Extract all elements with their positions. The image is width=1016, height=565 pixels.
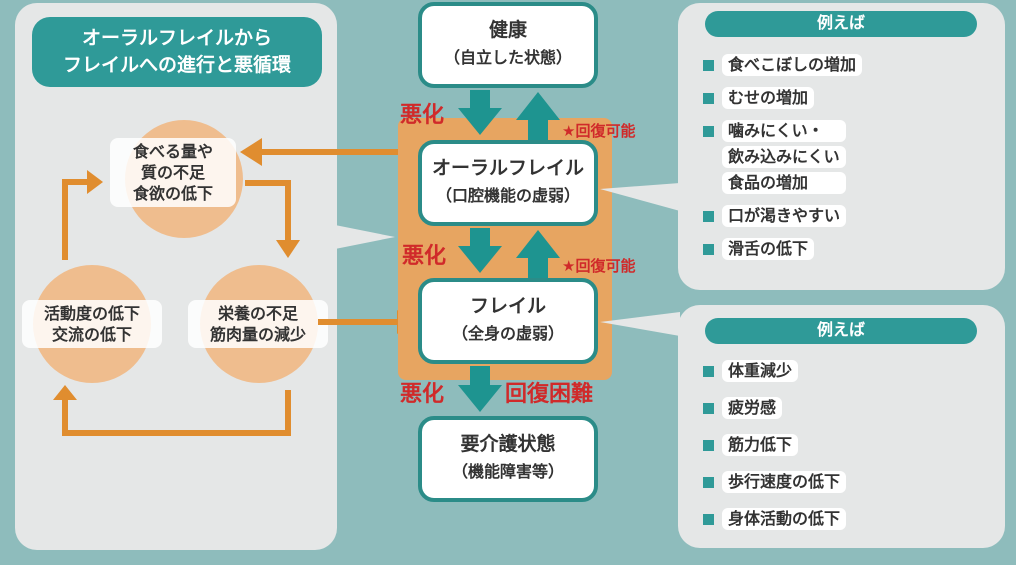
recoverable-label: ★回復可能 <box>562 257 636 275</box>
item-text: 滑舌の低下 <box>722 238 815 260</box>
worsen-label: 悪化 <box>400 103 445 128</box>
item-text: 筋力低下 <box>722 434 799 456</box>
stage-care-needed: 要介護状態 （機能障害等） <box>418 416 598 502</box>
bullet-icon <box>703 403 714 414</box>
stage-title: フレイル <box>469 295 546 317</box>
stage-sub: （全身の虚弱） <box>451 324 564 343</box>
item-text: 身体活動の低下 <box>722 508 847 530</box>
line: 栄養の不足 <box>217 304 298 323</box>
line: 活動度の低下 <box>43 304 140 323</box>
line: 質の不足 <box>140 163 205 182</box>
bullet-icon <box>703 514 714 525</box>
stage-healthy: 健康 （自立した状態） <box>418 2 598 88</box>
line: 食欲の低下 <box>132 184 213 203</box>
list-item: 体重減少 <box>703 360 846 382</box>
title-line: オーラルフレイルから <box>81 27 272 49</box>
callout-pointer <box>600 183 680 211</box>
callout-pointer <box>335 225 395 249</box>
stage-sub: （口腔機能の虚弱） <box>435 186 580 205</box>
list-item: 疲労感 <box>703 397 846 419</box>
item-text: 食べこぼしの増加 <box>722 54 863 76</box>
item-text: 食品の増加 <box>722 172 846 194</box>
stage-title: 要介護状態 <box>460 433 556 455</box>
cycle-label-nutrition: 栄養の不足 筋肉量の減少 <box>188 300 328 348</box>
worsen-label: 悪化 <box>402 244 447 269</box>
item-text: 噛みにくい・ <box>722 120 846 142</box>
bullet-icon <box>703 126 714 137</box>
list-item: 身体活動の低下 <box>703 508 847 530</box>
line: 筋肉量の減少 <box>209 325 306 344</box>
bullet-icon <box>703 366 714 377</box>
recovery-difficult-label: 回復困難 <box>505 382 594 407</box>
bullet-icon <box>703 60 714 71</box>
item-text: むせの増加 <box>722 87 815 109</box>
worsen-label: 悪化 <box>400 382 445 407</box>
line: 交流の低下 <box>51 325 132 344</box>
bullet-icon <box>703 440 714 451</box>
list-item: 口が渇きやすい <box>703 205 862 227</box>
stage-frailty: フレイル （全身の虚弱） <box>418 278 598 364</box>
item-text: 体重減少 <box>722 360 799 382</box>
examples-header: 例えば <box>705 318 977 344</box>
bullet-icon <box>703 477 714 488</box>
arrow-activity-to-intake <box>62 179 88 260</box>
cycle-title: オーラルフレイルから フレイルへの進行と悪循環 <box>32 17 322 87</box>
list-item: 歩行速度の低下 <box>703 471 847 493</box>
callout-pointer <box>600 312 680 336</box>
item-text: 飲み込みにくい <box>722 146 846 168</box>
oral-examples-list: 食べこぼしの増加 むせの増加 噛みにくい・飲み込みにくい食品の増加 口が渇きやす… <box>703 54 863 260</box>
list-item: 食べこぼしの増加 <box>703 54 863 76</box>
item-text: 口が渇きやすい <box>722 205 847 227</box>
bullet-icon <box>703 211 714 222</box>
item-text: 疲労感 <box>722 397 783 419</box>
list-item: むせの増加 <box>703 87 862 109</box>
stage-sub: （自立した状態） <box>443 48 572 67</box>
list-item: 噛みにくい・飲み込みにくい食品の増加 <box>703 120 862 194</box>
bullet-icon <box>703 93 714 104</box>
item-text: 歩行速度の低下 <box>722 471 847 493</box>
recoverable-label: ★回復可能 <box>562 122 636 140</box>
frailty-examples-panel <box>678 305 1005 548</box>
list-item: 滑舌の低下 <box>703 238 862 260</box>
stage-oral-frailty: オーラルフレイル （口腔機能の虚弱） <box>418 140 598 226</box>
title-line: フレイルへの進行と悪循環 <box>62 54 291 76</box>
list-item: 筋力低下 <box>703 434 846 456</box>
stage-sub: （機能障害等） <box>451 462 564 481</box>
frailty-examples-list: 体重減少 疲労感 筋力低下 歩行速度の低下 身体活動の低下 <box>703 360 847 530</box>
stage-title: オーラルフレイル <box>431 157 584 179</box>
arrow-intake-to-nutrition <box>245 180 291 245</box>
arrow-nutrition-to-activity <box>62 390 291 436</box>
bullet-icon <box>703 244 714 255</box>
stage-title: 健康 <box>488 19 527 41</box>
cycle-label-intake: 食べる量や 質の不足 食欲の低下 <box>110 138 236 207</box>
cycle-label-activity: 活動度の低下 交流の低下 <box>22 300 162 348</box>
examples-header: 例えば <box>705 11 977 37</box>
line: 食べる量や <box>132 142 213 161</box>
